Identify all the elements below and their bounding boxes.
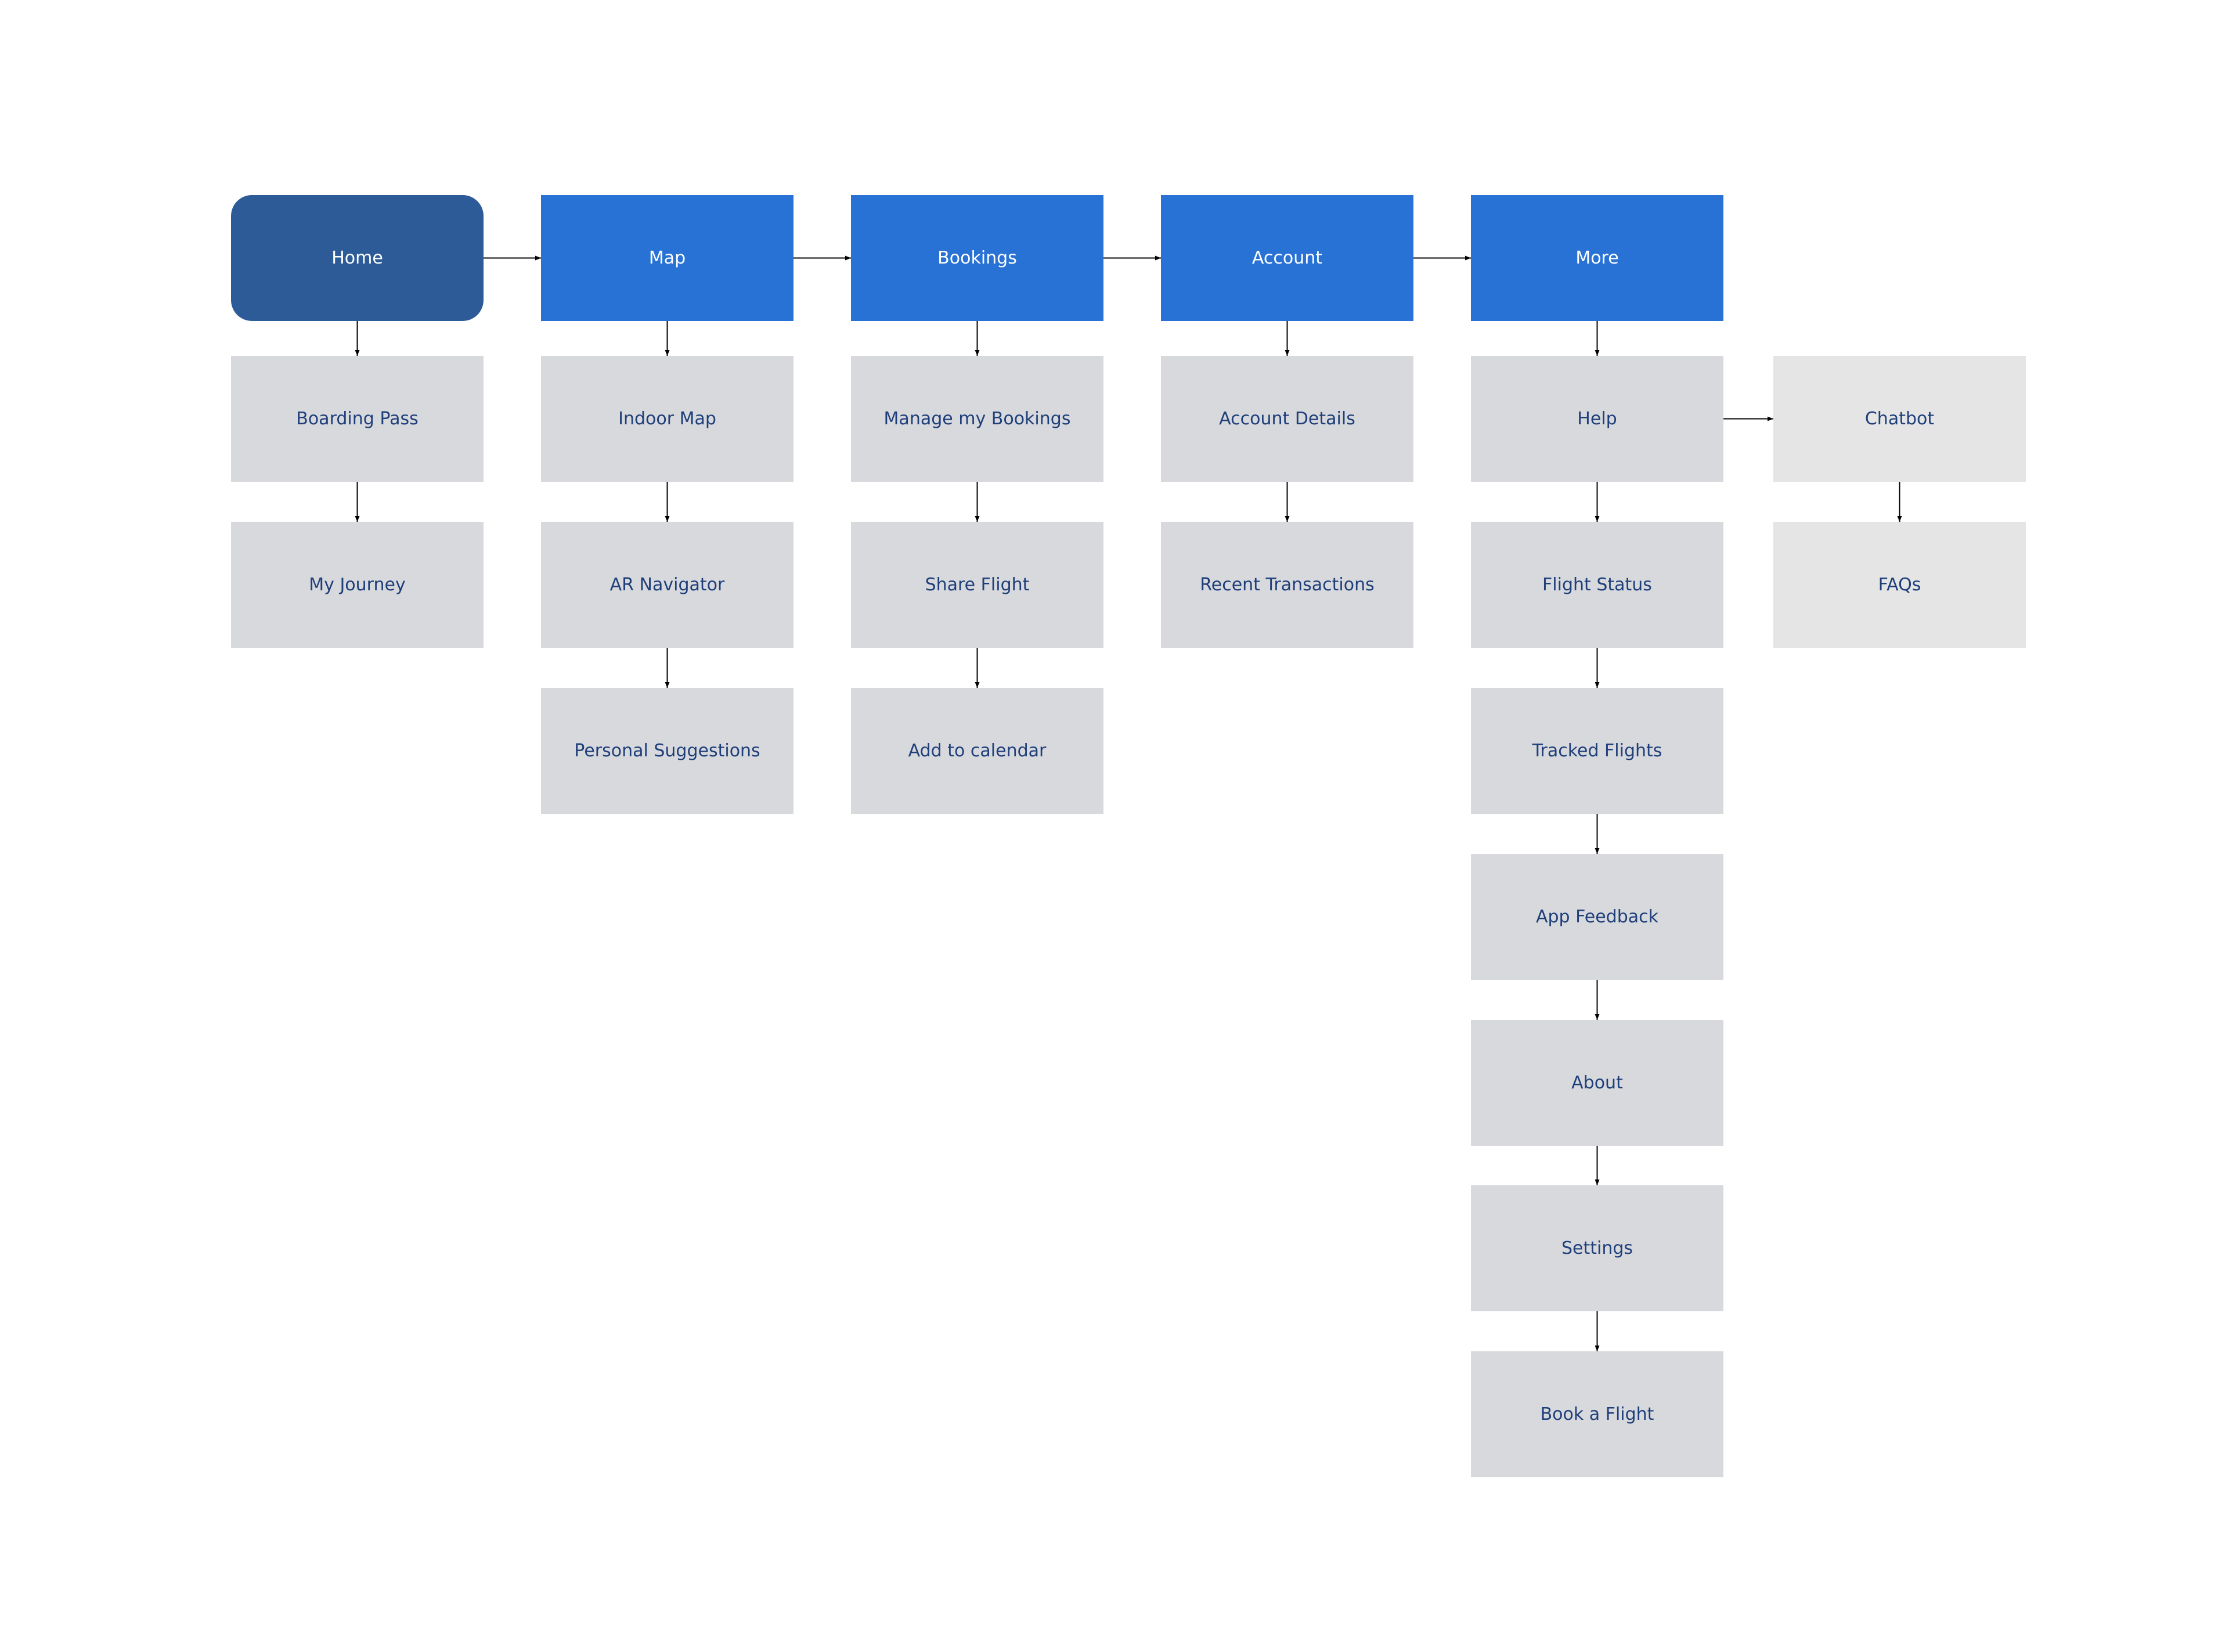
node-my-journey: My Journey xyxy=(231,522,484,648)
node-tracked-flights: Tracked Flights xyxy=(1471,688,1723,814)
node-label-more: More xyxy=(1575,248,1618,268)
node-account: Account xyxy=(1161,195,1413,321)
node-box-flight-status xyxy=(1471,522,1723,648)
node-box-book-a-flight xyxy=(1471,1351,1723,1477)
node-label-bookings: Bookings xyxy=(937,248,1017,268)
node-label-faqs: FAQs xyxy=(1878,575,1921,595)
node-box-my-journey xyxy=(231,522,484,648)
node-chatbot: Chatbot xyxy=(1773,356,2026,482)
node-label-chatbot: Chatbot xyxy=(1865,409,1935,429)
node-label-app-feedback: App Feedback xyxy=(1536,907,1659,927)
node-box-recent-transactions xyxy=(1161,522,1413,648)
node-recent-transactions: Recent Transactions xyxy=(1161,522,1413,648)
node-box-personal-suggestions xyxy=(541,688,794,814)
node-box-indoor-map xyxy=(541,356,794,482)
node-box-bookings xyxy=(851,195,1103,321)
node-flight-status: Flight Status xyxy=(1471,522,1723,648)
node-box-chatbot xyxy=(1773,356,2026,482)
node-label-help: Help xyxy=(1577,409,1617,429)
node-about: About xyxy=(1471,1020,1723,1146)
node-bookings: Bookings xyxy=(851,195,1103,321)
node-book-a-flight: Book a Flight xyxy=(1471,1351,1723,1477)
node-box-faqs xyxy=(1773,522,2026,648)
node-label-about: About xyxy=(1571,1073,1623,1093)
node-ar-navigator: AR Navigator xyxy=(541,522,794,648)
node-box-ar-navigator xyxy=(541,522,794,648)
node-box-manage-my-bookings xyxy=(851,356,1103,482)
node-box-about xyxy=(1471,1020,1723,1146)
node-share-flight: Share Flight xyxy=(851,522,1103,648)
node-personal-suggestions: Personal Suggestions xyxy=(541,688,794,814)
node-box-app-feedback xyxy=(1471,854,1723,980)
node-account-details: Account Details xyxy=(1161,356,1413,482)
node-box-add-to-calendar xyxy=(851,688,1103,814)
node-label-manage-my-bookings: Manage my Bookings xyxy=(884,409,1071,429)
node-map: Map xyxy=(541,195,794,321)
node-help: Help xyxy=(1471,356,1723,482)
node-box-more xyxy=(1471,195,1723,321)
node-home: Home xyxy=(231,195,484,321)
node-label-settings: Settings xyxy=(1561,1238,1633,1258)
node-label-recent-transactions: Recent Transactions xyxy=(1200,575,1374,595)
node-box-help xyxy=(1471,356,1723,482)
node-label-share-flight: Share Flight xyxy=(925,575,1030,595)
node-label-add-to-calendar: Add to calendar xyxy=(908,741,1047,761)
node-box-boarding-pass xyxy=(231,356,484,482)
node-box-tracked-flights xyxy=(1471,688,1723,814)
node-app-feedback: App Feedback xyxy=(1471,854,1723,980)
node-label-ar-navigator: AR Navigator xyxy=(610,575,725,595)
node-manage-my-bookings: Manage my Bookings xyxy=(851,356,1103,482)
node-boarding-pass: Boarding Pass xyxy=(231,356,484,482)
node-faqs: FAQs xyxy=(1773,522,2026,648)
node-label-book-a-flight: Book a Flight xyxy=(1541,1404,1654,1424)
node-label-account: Account xyxy=(1252,248,1322,268)
node-label-indoor-map: Indoor Map xyxy=(618,409,716,429)
node-label-home: Home xyxy=(331,248,383,268)
node-box-settings xyxy=(1471,1185,1723,1311)
node-label-boarding-pass: Boarding Pass xyxy=(296,409,418,429)
node-add-to-calendar: Add to calendar xyxy=(851,688,1103,814)
node-label-flight-status: Flight Status xyxy=(1542,575,1652,595)
node-box-account-details xyxy=(1161,356,1413,482)
node-box-account xyxy=(1161,195,1413,321)
node-label-account-details: Account Details xyxy=(1219,409,1355,429)
node-label-my-journey: My Journey xyxy=(309,575,405,595)
node-more: More xyxy=(1471,195,1723,321)
connector-layer xyxy=(355,255,1902,1351)
node-label-personal-suggestions: Personal Suggestions xyxy=(574,741,760,761)
node-settings: Settings xyxy=(1471,1185,1723,1311)
node-indoor-map: Indoor Map xyxy=(541,356,794,482)
node-box-map xyxy=(541,195,794,321)
node-label-map: Map xyxy=(649,248,686,268)
node-box-share-flight xyxy=(851,522,1103,648)
node-box-home xyxy=(231,195,484,321)
node-label-tracked-flights: Tracked Flights xyxy=(1532,741,1662,761)
